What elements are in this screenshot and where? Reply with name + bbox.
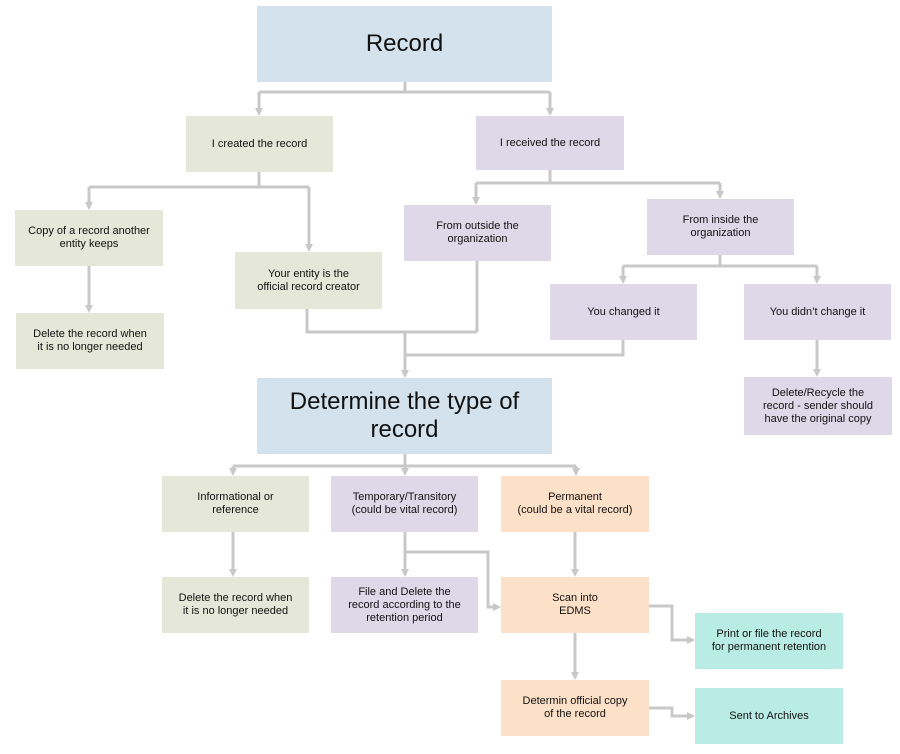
- connector: [476, 170, 720, 185]
- connector: [649, 706, 695, 720]
- node-temporary: Temporary/Transitory (could be vital rec…: [331, 476, 478, 532]
- connector: [623, 255, 817, 268]
- node-scan: Scan into EDMS: [501, 577, 649, 633]
- node-print: Print or file the record for permanent r…: [695, 613, 843, 669]
- connector: [405, 550, 501, 611]
- node-created: I created the record: [186, 116, 333, 172]
- connector: [305, 261, 625, 357]
- node-delete-recycle: Delete/Recycle the record - sender shoul…: [744, 377, 892, 435]
- connector: [649, 604, 695, 644]
- node-your-entity: Your entity is the official record creat…: [235, 252, 382, 309]
- node-archives: Sent to Archives: [695, 688, 843, 744]
- node-didnt-change: You didn’t change it: [744, 284, 891, 340]
- node-determin-copy: Determin official copy of the record: [501, 680, 649, 736]
- node-record: Record: [257, 6, 552, 82]
- node-from-inside: From inside the organization: [647, 199, 794, 255]
- node-file-delete: File and Delete the record according to …: [331, 577, 478, 633]
- connector: [259, 82, 550, 94]
- node-copy: Copy of a record another entity keeps: [15, 210, 163, 266]
- node-changed: You changed it: [550, 284, 697, 340]
- node-from-outside: From outside the organization: [404, 205, 551, 261]
- node-delete-info: Delete the record when it is no longer n…: [162, 577, 309, 633]
- node-informational: Informational or reference: [162, 476, 309, 532]
- connector: [233, 454, 576, 468]
- node-determine: Determine the type of record: [257, 378, 552, 454]
- connector: [89, 172, 309, 189]
- node-permanent: Permanent (could be a vital record): [501, 476, 649, 532]
- node-received: I received the record: [476, 116, 624, 170]
- node-delete-copy: Delete the record when it is no longer n…: [16, 313, 164, 369]
